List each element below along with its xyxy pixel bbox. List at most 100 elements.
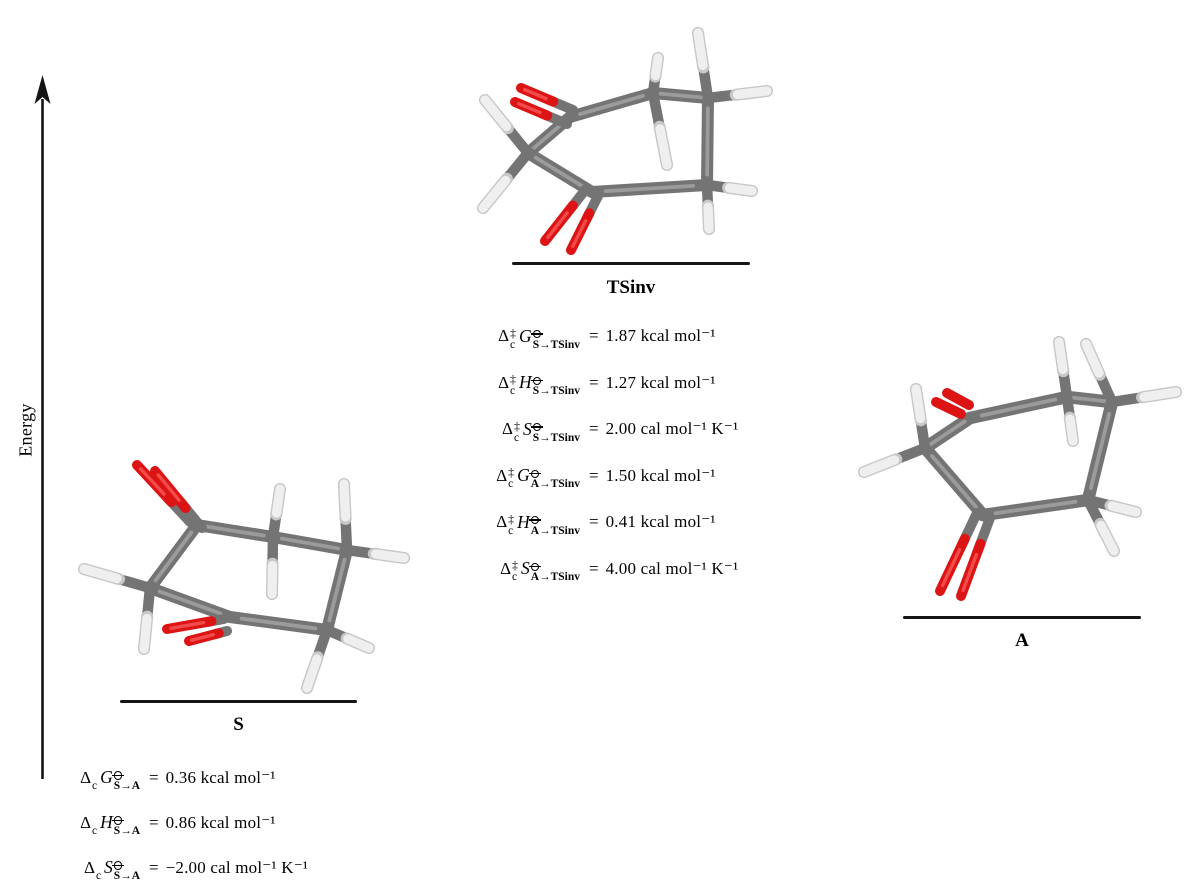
carbon-bond (1070, 395, 1109, 404)
quantity-symbol: H (517, 511, 530, 532)
delta-symbol: Δ (84, 857, 95, 877)
carbon-bond (327, 557, 347, 623)
carbon-bond (930, 454, 978, 509)
carbon-bond (157, 589, 223, 616)
standard-state-slot (112, 769, 125, 780)
standard-state-slot (531, 328, 544, 339)
transition-subscript: A→TSinv (530, 524, 580, 537)
molecule-s (77, 460, 411, 695)
standard-state-icon (112, 771, 125, 780)
equals-sign: = (589, 419, 599, 439)
delta-scripts: c (96, 859, 101, 882)
transition-subscript: S→A (113, 780, 140, 792)
double-dagger-superscript: ‡ (508, 465, 515, 480)
equals-sign: = (589, 326, 599, 346)
delta-symbol: Δ (500, 558, 512, 578)
delta-scripts: ‡c (513, 418, 520, 444)
hydrogen-bond (911, 384, 926, 424)
standard-state-slot (531, 421, 544, 432)
carbon-bond (1088, 411, 1112, 491)
standard-state-icon (531, 423, 544, 432)
oxygen-bond (522, 87, 548, 101)
species-label-a: A (1015, 630, 1029, 651)
concentration-subscript: c (510, 338, 516, 351)
molecule-tsinv (476, 26, 774, 255)
hydrogen-bond (703, 202, 714, 234)
standard-state-icon (529, 469, 542, 478)
delta-symbol: Δ (502, 419, 513, 439)
oxygen-bond (931, 397, 966, 419)
hydrogen-bond (139, 613, 152, 654)
standard-state-icon (531, 330, 544, 339)
standard-state-slot (112, 859, 125, 870)
carbon-bond (153, 530, 194, 583)
equals-sign: = (589, 372, 599, 392)
energy-axis-label: Energy (15, 403, 36, 457)
oxygen-bond (942, 388, 974, 410)
oxygen-bond (139, 467, 166, 496)
carbon-bond (204, 524, 266, 538)
standard-state-icon (529, 516, 542, 525)
hydrogen-bond (339, 479, 351, 522)
equation-value: 2.00 cal mol⁻¹ K⁻¹ (605, 419, 739, 439)
equation-value: 0.86 kcal mol⁻¹ (165, 812, 276, 832)
hydrogen-bond (267, 560, 278, 599)
oxygen-bond (961, 552, 979, 593)
standard-state-icon (531, 376, 544, 385)
oxygen-bond (516, 101, 542, 115)
hydrogen-bond (1139, 387, 1181, 402)
quantity-symbol: H (100, 812, 113, 832)
hydrogen-bond (1065, 414, 1078, 446)
standard-state-slot (529, 514, 542, 525)
transition-subscript: S→TSinv (532, 431, 580, 444)
oxygen-bond (189, 632, 216, 643)
hydrogen-bond (655, 124, 672, 170)
delta-scripts: ‡c (510, 373, 516, 398)
oxygen-bond (156, 473, 181, 502)
double-dagger-superscript: ‡ (513, 418, 520, 433)
hydrogen-bond (693, 28, 708, 71)
quantity-symbol: G (519, 325, 532, 346)
delta-symbol: Δ (496, 512, 508, 532)
standard-state-slot (112, 814, 125, 825)
hydrogen-bond (732, 86, 772, 100)
standard-state-slot (531, 374, 544, 385)
delta-scripts: c (92, 814, 97, 837)
hydrogen-bond (480, 95, 512, 132)
quantity-scripts: S→TSinv (531, 374, 580, 397)
transition-subscript: S→A (113, 825, 140, 837)
delta-symbol: Δ (80, 767, 92, 787)
quantity-scripts: A→TSinv (529, 467, 580, 490)
quantity-scripts: S→TSinv (531, 421, 580, 444)
carbon-bond (657, 91, 704, 100)
hydrogen-bond (1054, 337, 1068, 375)
hydrogen-bond (1107, 501, 1141, 517)
carbon-bond (533, 155, 587, 190)
hydrogen-bond (370, 549, 409, 563)
quantity-symbol: G (100, 767, 113, 787)
a-level-line (903, 616, 1141, 620)
equation-value: −2.00 cal mol⁻¹ K⁻¹ (165, 857, 309, 877)
equals-sign: = (149, 857, 159, 877)
hydrogen-bond (859, 455, 900, 477)
delta-scripts: c (92, 769, 97, 792)
quantity-symbol: G (517, 465, 530, 486)
concentration-subscript: c (510, 385, 516, 398)
carbon-bond (279, 536, 341, 551)
double-dagger-superscript: ‡ (508, 511, 515, 526)
molecule-a (857, 335, 1183, 601)
equation-value: 0.41 kcal mol⁻¹ (605, 512, 716, 532)
concentration-subscript: c (92, 780, 98, 792)
